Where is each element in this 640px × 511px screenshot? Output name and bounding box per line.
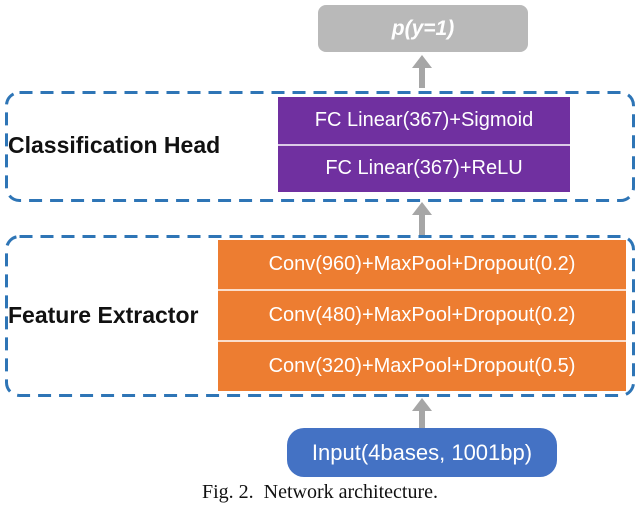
conv-layer-3: Conv(320)+MaxPool+Dropout(0.5) xyxy=(218,340,626,391)
conv-layer-3-label: Conv(320)+MaxPool+Dropout(0.5) xyxy=(268,355,576,377)
input-box-label: Input(4bases, 1001bp) xyxy=(311,439,533,465)
feature-extractor-layers: Conv(960)+MaxPool+Dropout(0.2) Conv(480)… xyxy=(218,240,626,391)
output-probability-box: p(y=1) xyxy=(318,5,528,52)
classification-head-layers: FC Linear(367)+Sigmoid FC Linear(367)+Re… xyxy=(278,97,570,192)
classification-head-label: Classification Head xyxy=(8,132,221,158)
arrow-up-to-classification-head-icon xyxy=(412,202,432,235)
classification-head-border xyxy=(5,91,635,202)
conv-layer-1-label: Conv(960)+MaxPool+Dropout(0.2) xyxy=(268,253,576,275)
fc-relu-layer: FC Linear(367)+ReLU xyxy=(278,143,570,192)
conv-layer-2: Conv(480)+MaxPool+Dropout(0.2) xyxy=(218,289,626,340)
feature-extractor-label: Feature Extractor xyxy=(8,302,199,328)
input-box: Input(4bases, 1001bp) xyxy=(287,428,557,477)
conv-layer-2-label: Conv(480)+MaxPool+Dropout(0.2) xyxy=(268,304,576,326)
feature-extractor-border xyxy=(5,235,635,397)
conv-layer-1: Conv(960)+MaxPool+Dropout(0.2) xyxy=(218,240,626,289)
fc-sigmoid-layer: FC Linear(367)+Sigmoid xyxy=(278,97,570,144)
fc-sigmoid-layer-label: FC Linear(367)+Sigmoid xyxy=(314,108,534,131)
output-probability-label: p(y=1) xyxy=(391,16,455,40)
arrow-up-to-feature-extractor-icon xyxy=(412,398,432,429)
fc-relu-layer-label: FC Linear(367)+ReLU xyxy=(325,157,523,180)
figure-caption: Fig. 2. Network architecture. xyxy=(201,481,439,503)
arrow-up-to-output-icon xyxy=(412,55,432,88)
